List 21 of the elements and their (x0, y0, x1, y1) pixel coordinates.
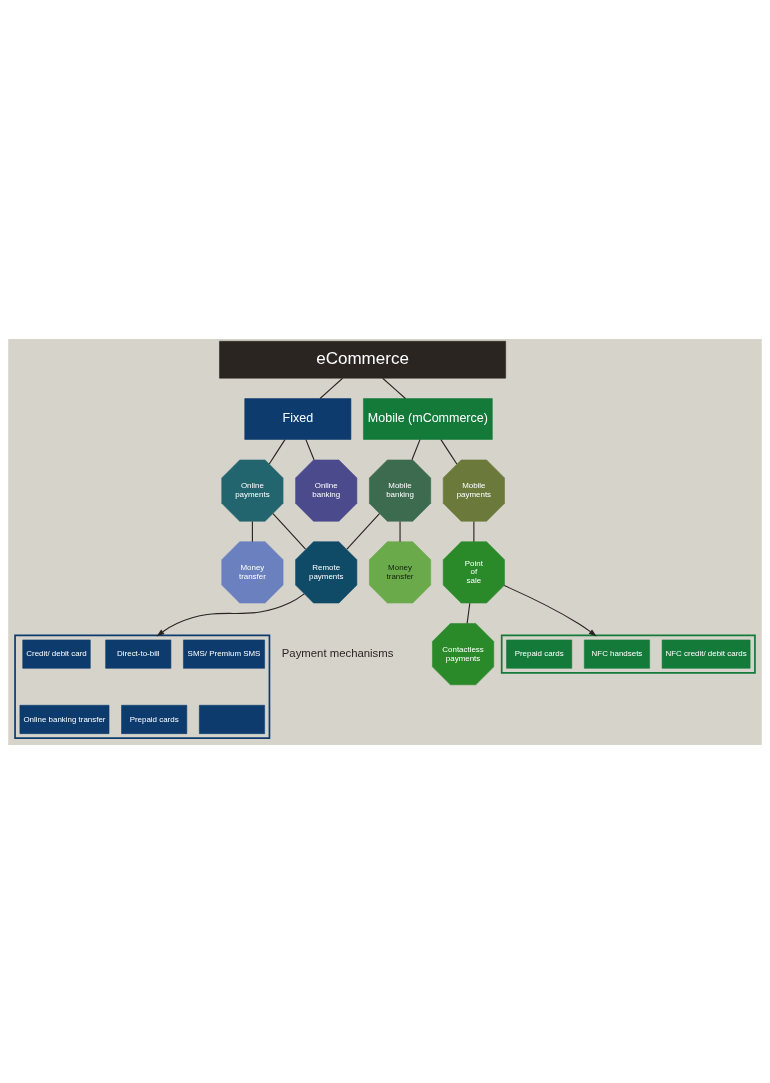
connector (268, 438, 286, 464)
connector (399, 520, 401, 542)
node-box: Mobile (mCommerce) (363, 397, 493, 440)
cluster (14, 634, 271, 739)
connector (382, 377, 406, 399)
connector (305, 438, 315, 460)
connector (466, 602, 471, 624)
connector (440, 438, 458, 464)
arrow (503, 584, 597, 636)
connector (251, 520, 253, 542)
connector (319, 377, 344, 399)
node-box: eCommerce (219, 340, 506, 378)
connector (473, 520, 475, 542)
arrow (156, 592, 305, 636)
connector (411, 438, 421, 460)
label: Payment mechanisms (281, 646, 394, 659)
node-box (199, 704, 265, 734)
node-box: Fixed (244, 397, 352, 440)
connector (346, 512, 381, 550)
connector (272, 512, 307, 550)
cluster (500, 634, 756, 674)
